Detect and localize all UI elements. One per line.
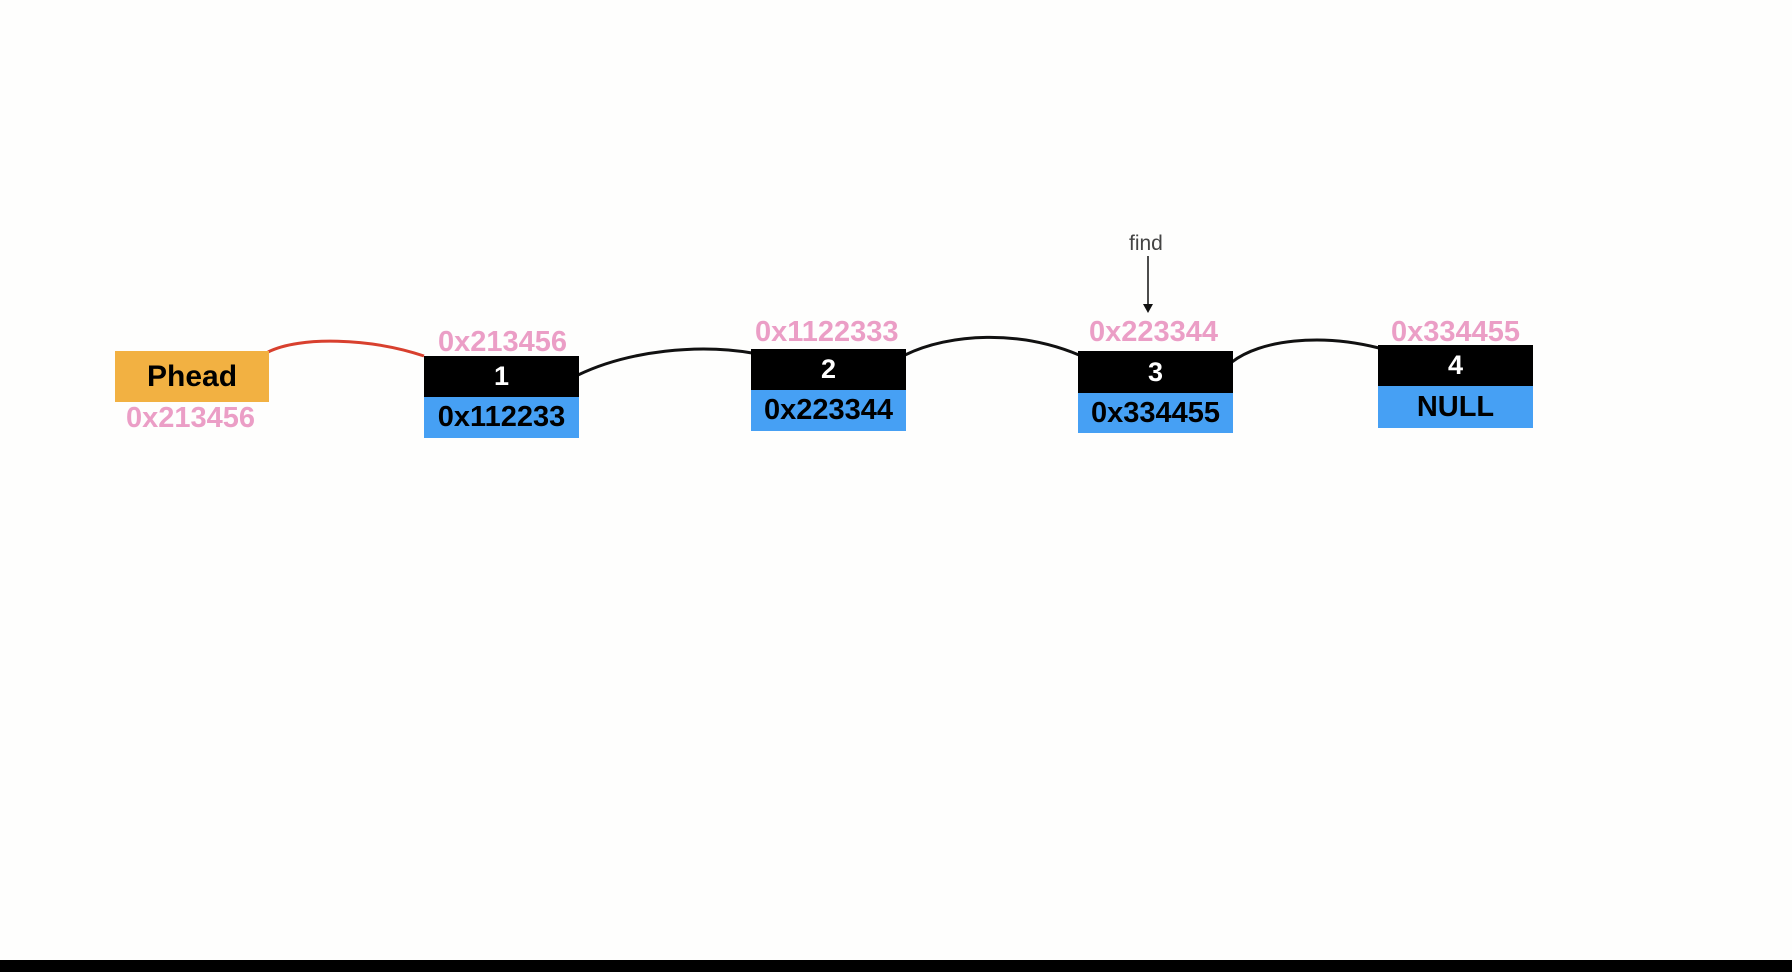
node-1-data-cell: 1 xyxy=(424,356,579,397)
node-1-data: 1 xyxy=(493,361,510,391)
link-curve-2-3 xyxy=(904,335,1080,357)
node-2-data-cell: 2 xyxy=(751,349,906,390)
node-2-next: 0x223344 xyxy=(763,394,894,426)
node-4-data-cell: 4 xyxy=(1378,345,1533,386)
node-3-next: 0x334455 xyxy=(1090,396,1221,429)
node-3-address: 0x223344 xyxy=(1089,316,1219,348)
node-4-address: 0x334455 xyxy=(1391,316,1521,348)
node-4-next: NULL xyxy=(1416,390,1495,423)
phead-box: Phead xyxy=(115,351,269,402)
phead-label: Phead xyxy=(146,359,238,393)
node-4-next-cell: NULL xyxy=(1378,386,1533,428)
find-pointer-label: find xyxy=(1129,232,1163,255)
node-2-data: 2 xyxy=(820,354,837,384)
node-2-next-cell: 0x223344 xyxy=(751,390,906,431)
link-curve-1-2 xyxy=(577,347,753,377)
head-link-curve xyxy=(267,339,425,358)
node-1-next-cell: 0x112233 xyxy=(424,397,579,438)
node-3-data-cell: 3 xyxy=(1078,351,1233,393)
node-4-data: 4 xyxy=(1447,350,1464,380)
node-2-address: 0x1122333 xyxy=(755,316,899,348)
node-1-address: 0x213456 xyxy=(438,326,568,358)
node-1-next: 0x112233 xyxy=(437,401,566,433)
node-3-next-cell: 0x334455 xyxy=(1078,393,1233,433)
bottom-bar xyxy=(0,960,1792,972)
find-arrow-head xyxy=(1143,304,1153,313)
node-3-data: 3 xyxy=(1147,356,1164,387)
link-curve-3-4 xyxy=(1231,338,1380,364)
phead-address: 0x213456 xyxy=(126,402,256,434)
